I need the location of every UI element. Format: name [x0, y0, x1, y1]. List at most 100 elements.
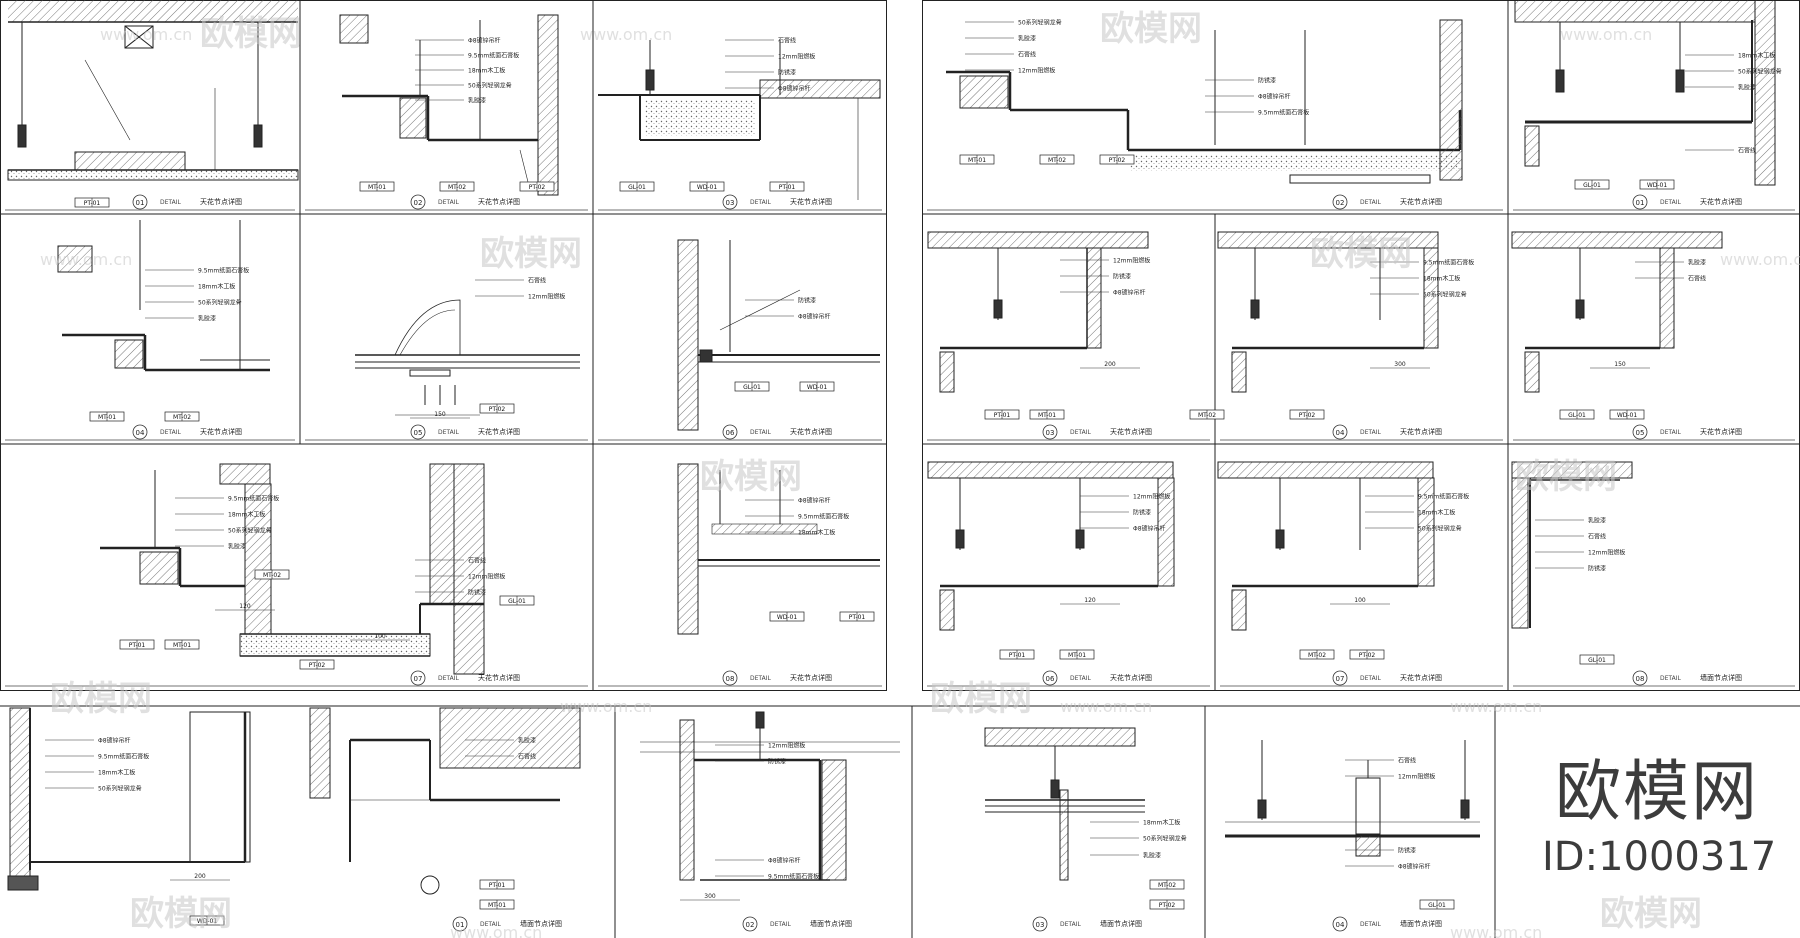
panel-detail-word: DETAIL — [750, 675, 771, 682]
detail-panel-08 — [677, 463, 880, 635]
material-label: 乳胶漆 — [1688, 259, 1706, 267]
material-tag: MT-01 — [1059, 649, 1095, 660]
tag-code: PT-01 — [489, 882, 506, 889]
panel-detail-word: DETAIL — [1060, 921, 1081, 928]
tag-code: PT-01 — [849, 614, 866, 621]
panel-title: 墙面节点详图 — [520, 919, 562, 928]
panel-number: 08 — [1636, 675, 1645, 683]
material-label: 9.5mm纸面石膏板 — [768, 873, 819, 881]
panel-number: 04 — [1336, 921, 1345, 929]
material-label: 12mm阻燃板 — [768, 742, 805, 750]
panel-title: 天花节点详图 — [1110, 673, 1152, 682]
panel-number-circle — [452, 916, 468, 932]
material-label: 18mm木工板 — [798, 529, 835, 537]
panel-number-circle — [1332, 424, 1348, 440]
material-label: 12mm阻燃板 — [1018, 67, 1055, 75]
panel-number: 02 — [1336, 199, 1345, 207]
tag-code: PT-02 — [1159, 902, 1176, 909]
detail-panel-02 — [339, 14, 559, 196]
tag-code: MT-01 — [1038, 412, 1056, 419]
panel-detail-word: DETAIL — [1360, 199, 1381, 206]
panel-detail-word: DETAIL — [770, 921, 791, 928]
tag-code: PT-01 — [84, 200, 101, 207]
material-label: 18mm木工板 — [198, 283, 235, 291]
detail-panel-05 — [355, 299, 580, 416]
material-label: 12mm阻燃板 — [778, 53, 815, 61]
brand-logo: 欧模网 — [1555, 753, 1759, 830]
material-tag: PT-01 — [999, 649, 1035, 660]
tag-code: WD-01 — [777, 614, 798, 621]
material-tag: WD-01 — [799, 381, 835, 392]
panel-title: 天花节点详图 — [478, 197, 520, 206]
panel-number-circle — [410, 194, 426, 210]
material-label: 12mm阻燃板 — [468, 573, 505, 581]
panel-number-markers — [132, 194, 1648, 932]
material-label: 50系列轻钢龙骨 — [1423, 291, 1467, 299]
material-tag: GL-01 — [1559, 409, 1595, 420]
tag-code: PT-01 — [1009, 652, 1026, 659]
material-tag: WD-01 — [1609, 409, 1645, 420]
detail-panel-right-08 — [1511, 461, 1633, 629]
material-tag: PT-02 — [479, 403, 515, 414]
material-label: 防锈漆 — [1588, 565, 1606, 573]
watermark-brand: 欧模网 — [480, 234, 582, 274]
material-label: 乳胶漆 — [1018, 35, 1036, 43]
material-label: 18mm木工板 — [98, 769, 135, 777]
panel-number-circle — [1032, 916, 1048, 932]
material-tag: MT-02 — [1149, 879, 1185, 890]
tag-code: GL-01 — [1583, 182, 1601, 189]
material-tag: MT-02 — [254, 569, 290, 580]
panel-number: 04 — [136, 429, 145, 437]
material-label: 石膏线 — [1588, 533, 1606, 541]
material-label: 50系列轻钢龙骨 — [1738, 68, 1782, 76]
material-tag: MT-01 — [479, 899, 515, 910]
material-tag: MT-02 — [1189, 409, 1225, 420]
material-label: 9.5mm纸面石膏板 — [1418, 493, 1469, 501]
material-label: 石膏线 — [528, 277, 546, 285]
material-label: 防锈漆 — [1398, 847, 1416, 855]
detail-panel-06 — [677, 239, 880, 431]
material-tag: MT-02 — [1299, 649, 1335, 660]
detail-panel-bottom-04 — [1225, 740, 1480, 857]
material-label: 防锈漆 — [1113, 273, 1131, 281]
panel-number-circle — [1632, 670, 1648, 686]
detail-panel-04 — [57, 220, 270, 372]
tag-code: MT-01 — [368, 184, 386, 191]
tag-code: PT-01 — [129, 642, 146, 649]
panel-number: 02 — [414, 199, 423, 207]
detail-panel-right-07 — [1217, 461, 1435, 631]
dimension-value: 200 — [194, 873, 206, 880]
detail-panel-right-04 — [1217, 231, 1439, 393]
tag-code: PT-01 — [994, 412, 1011, 419]
material-annotations: Φ8镀锌吊杆9.5mm纸面石膏板18mm木工板50系列轻钢龙骨乳胶漆石膏线12m… — [45, 19, 1782, 881]
panel-title: 天花节点详图 — [1400, 673, 1442, 682]
panel-detail-word: DETAIL — [480, 921, 501, 928]
material-tag: GL-01 — [1574, 179, 1610, 190]
watermark-brand: 欧模网 — [1600, 894, 1702, 934]
watermark-brand: 欧模网 — [700, 457, 802, 497]
tag-code: PT-01 — [779, 184, 796, 191]
material-tag: MT-02 — [439, 181, 475, 192]
detail-panel-right-01 — [1514, 0, 1776, 186]
material-label: Φ8镀锌吊杆 — [1113, 289, 1146, 297]
panel-title: 天花节点详图 — [790, 427, 832, 436]
material-tag: PT-02 — [1099, 154, 1135, 165]
panel-number: 01 — [1636, 199, 1645, 207]
material-label: Φ8镀锌吊杆 — [778, 85, 811, 93]
material-label: 9.5mm纸面石膏板 — [228, 495, 279, 503]
material-tag: GL-01 — [619, 181, 655, 192]
panel-title: 墙面节点详图 — [1700, 673, 1742, 682]
material-tag: PT-02 — [519, 181, 555, 192]
bottom-sheet-frame — [0, 705, 1800, 938]
dimension-value: 200 — [1104, 361, 1116, 368]
watermark-domain: www.om.cn — [1060, 697, 1152, 716]
material-label: 12mm阻燃板 — [1588, 549, 1625, 557]
panel-number: 06 — [1046, 675, 1055, 683]
material-label: 防锈漆 — [1133, 509, 1151, 517]
material-tag: PT-01 — [479, 879, 515, 890]
watermark-domain: www.om.cn — [450, 923, 542, 938]
material-label: 石膏线 — [468, 557, 486, 565]
detail-panel-right-03 — [927, 231, 1149, 393]
